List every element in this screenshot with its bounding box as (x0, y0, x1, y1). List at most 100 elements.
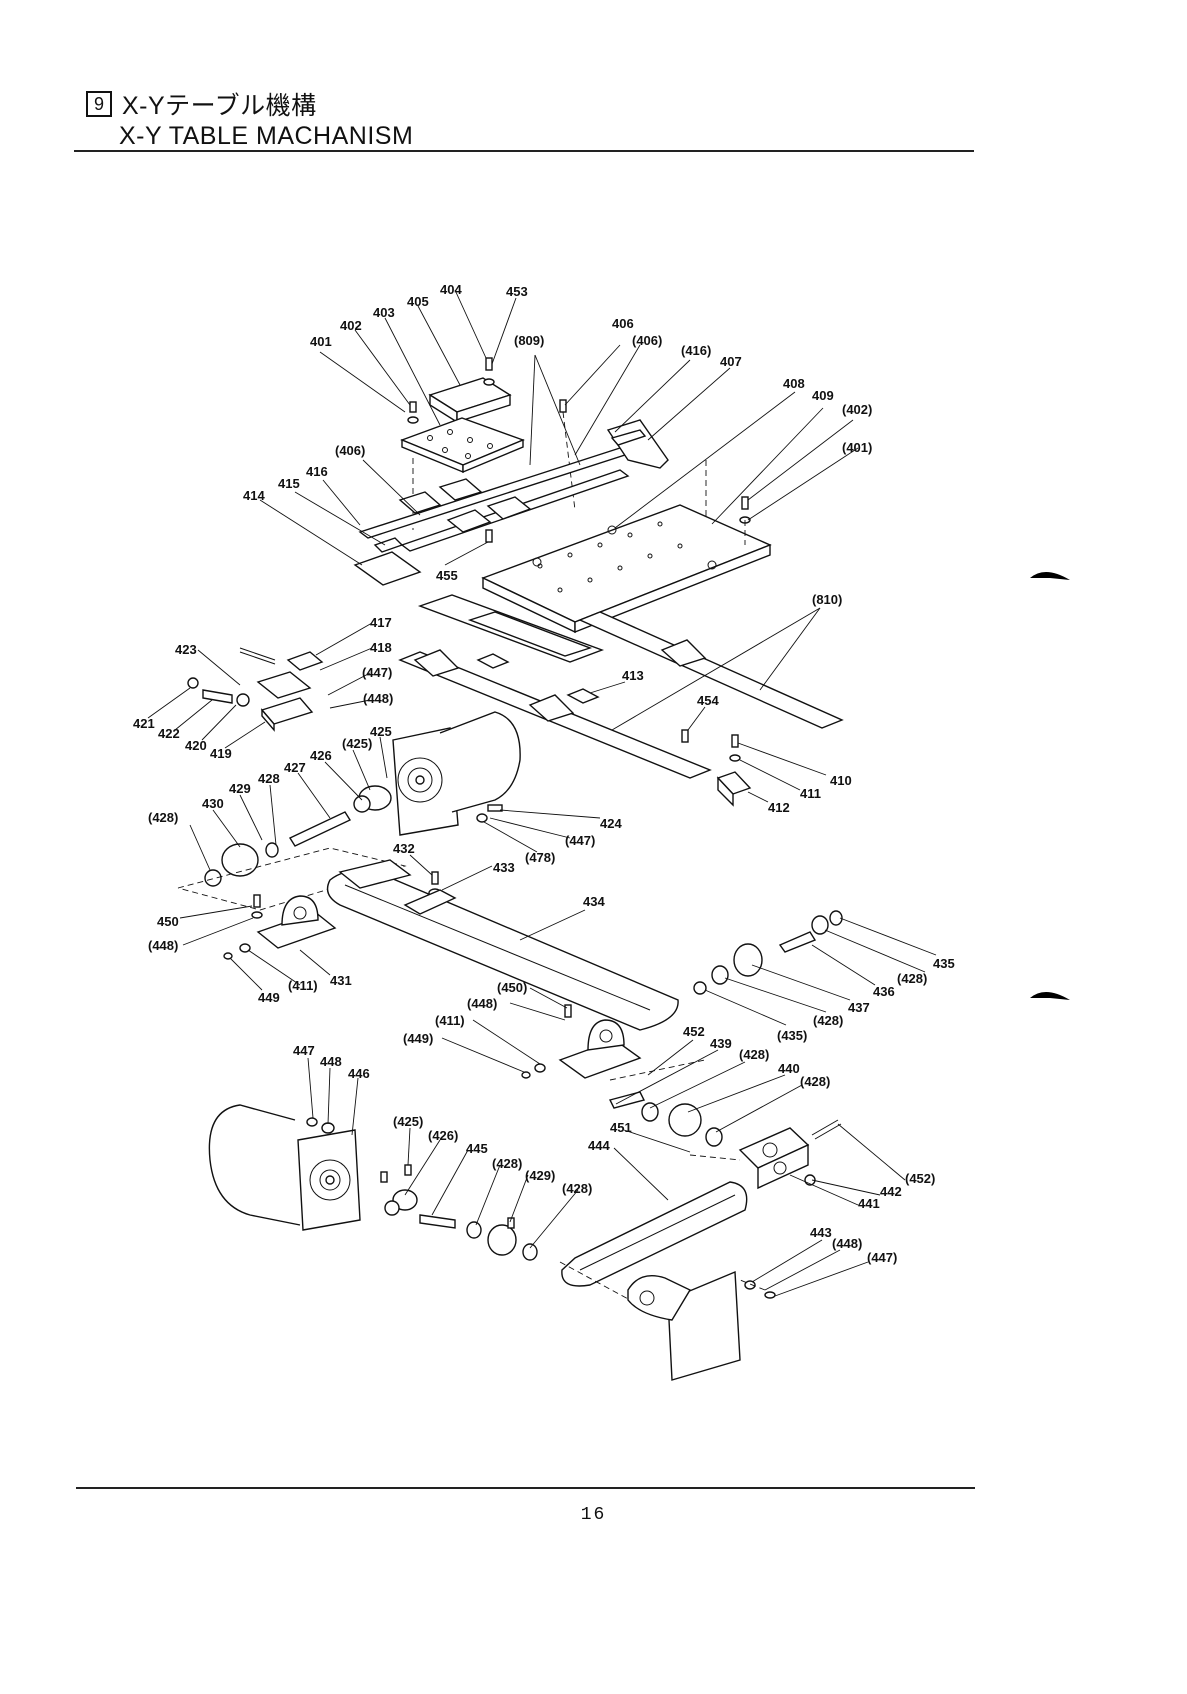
callout-label: 435 (933, 956, 955, 971)
callout-label: 422 (158, 726, 180, 741)
callout-label: 412 (768, 800, 790, 815)
pad-plates (476, 653, 600, 704)
callout-label: (448) (148, 938, 178, 953)
callout-label: 443 (810, 1225, 832, 1240)
callout-label: (425) (342, 736, 372, 751)
callout-label: (406) (335, 443, 365, 458)
callout-label: 402 (340, 318, 362, 333)
callout-label: 433 (493, 860, 515, 875)
bolt-443 (744, 1280, 776, 1299)
callout-label: (450) (497, 980, 527, 995)
bolt-432-433 (403, 871, 457, 915)
shaft-427 (288, 811, 352, 847)
callout-label: 454 (697, 693, 719, 708)
callout-label: 421 (133, 716, 155, 731)
title-english: X-Y TABLE MACHANISM (119, 122, 414, 150)
rail-lower-b (578, 611, 844, 729)
callout-label: (401) (842, 440, 872, 455)
bolt-424 (476, 804, 503, 823)
leader-lines (147, 289, 937, 1297)
callout-label: 452 (683, 1024, 705, 1039)
callout-label: 407 (720, 354, 742, 369)
angle-bracket-412 (716, 771, 752, 807)
callout-label: 424 (600, 816, 622, 831)
callout-label: (416) (681, 343, 711, 358)
callout-label: (448) (363, 691, 393, 706)
callout-label: 426 (310, 748, 332, 763)
callout-label: (452) (905, 1171, 935, 1186)
bolts-447-448 (306, 1117, 335, 1134)
callout-label: 450 (157, 914, 179, 929)
callout-label: 441 (858, 1196, 880, 1211)
callout-label: (429) (525, 1168, 555, 1183)
callout-label: 449 (258, 990, 280, 1005)
callout-label: 439 (710, 1036, 732, 1051)
callout-label: 432 (393, 841, 415, 856)
callout-label: 431 (330, 973, 352, 988)
callout-label: (428) (148, 810, 178, 825)
callout-label: 409 (812, 388, 834, 403)
callout-label: (448) (467, 996, 497, 1011)
guide-strip (417, 594, 605, 663)
callout-label: (402) (842, 402, 872, 417)
shaft-421-422 (187, 677, 250, 707)
callout-labels: 401 402 403 404 405 453 (809) 406 (406) … (133, 282, 955, 1265)
callout-label: (447) (362, 665, 392, 680)
callout-label: (449) (403, 1031, 433, 1046)
motor-446 (208, 1104, 361, 1231)
top-block-405 (428, 377, 512, 424)
carriage-plate-403 (400, 417, 525, 474)
callout-label: 425 (370, 724, 392, 739)
callout-label: 423 (175, 642, 197, 657)
callout-label: 415 (278, 476, 300, 491)
callout-label: (435) (777, 1028, 807, 1043)
bolt-450 (223, 894, 263, 960)
title-japanese: X-Yテーブル機構 (122, 92, 317, 120)
motor-424 (392, 711, 521, 836)
page-header: 9 X-Yテーブル機構 X-Y TABLE MACHANISM (74, 86, 974, 151)
callout-label: (411) (288, 978, 318, 993)
callout-label: 414 (243, 488, 265, 503)
page-number: 16 (580, 1505, 607, 1525)
callout-label: 408 (783, 376, 805, 391)
callout-label: 430 (202, 796, 224, 811)
callout-label: (810) (812, 592, 842, 607)
callout-label: 445 (466, 1141, 488, 1156)
callout-label: (428) (813, 1013, 843, 1028)
callout-label: 411 (800, 786, 821, 801)
callout-label: (428) (897, 971, 927, 986)
callout-label: 428 (258, 771, 280, 786)
callout-label: (478) (525, 850, 555, 865)
callout-label: 410 (830, 773, 852, 788)
callout-label: 427 (284, 760, 306, 775)
callout-label: 448 (320, 1054, 342, 1069)
bolt-455 (485, 529, 493, 543)
callout-label: 440 (778, 1061, 800, 1076)
callout-label: 434 (583, 894, 605, 909)
belt-444 (561, 1181, 748, 1287)
callout-label: 416 (306, 464, 328, 479)
bolt-406 (559, 399, 567, 413)
footer-rule (76, 1487, 975, 1489)
callout-label: 405 (407, 294, 429, 309)
callout-label: (411) (435, 1013, 465, 1028)
callout-label: 420 (185, 738, 207, 753)
callout-label: (447) (867, 1250, 897, 1265)
margin-marks (1030, 571, 1070, 1000)
callout-label: 442 (880, 1184, 902, 1199)
callout-label: (428) (562, 1181, 592, 1196)
callout-label: 419 (210, 746, 232, 761)
callout-label: 429 (229, 781, 251, 796)
coupling-lower (380, 1164, 418, 1216)
bolt-410 (729, 734, 741, 762)
bracket-414-415 (353, 537, 422, 586)
pulley-429-430 (204, 842, 279, 887)
pillow-block-mid (558, 1019, 642, 1079)
callout-label: 417 (370, 615, 392, 630)
callout-label: (425) (393, 1114, 423, 1129)
main-table-plate-408 (481, 504, 772, 634)
callout-label: 455 (436, 568, 458, 583)
callout-label: (809) (514, 333, 544, 348)
bracket-407 (606, 419, 669, 469)
